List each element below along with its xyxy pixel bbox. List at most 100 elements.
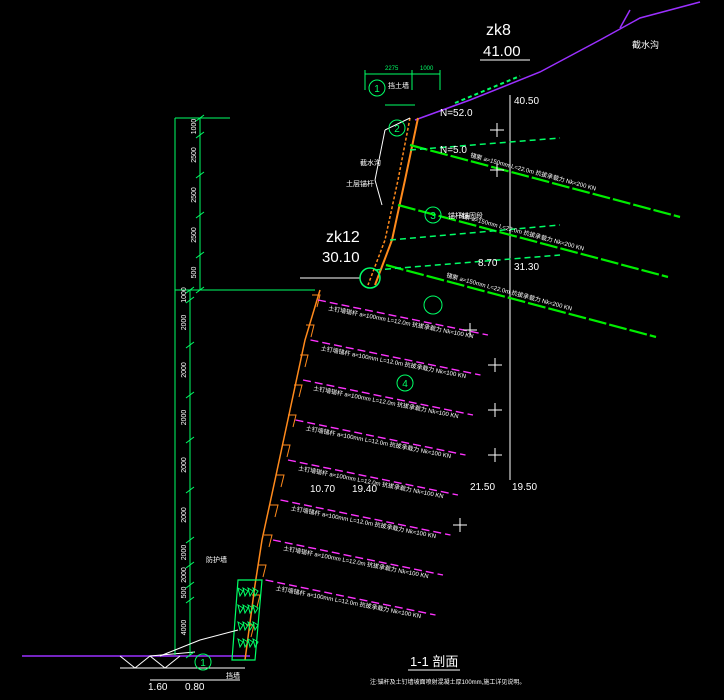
- anchor-label: 土钉墙锚杆 a=100mm L=12.0m 抗拔承载力 Nk=100 KN: [290, 504, 437, 540]
- anchor-line: [265, 579, 436, 616]
- dim-label: 2000: [181, 457, 188, 473]
- anchor-line: [280, 499, 451, 536]
- dimension-labels: 1000200020002000200020002000200050040001…: [181, 119, 198, 636]
- dim-label: 2000: [181, 410, 188, 426]
- circle-marker-5: 1: [194, 653, 212, 671]
- dim-tick: [195, 286, 205, 294]
- upper-label-3: 土层锚杆: [346, 179, 374, 188]
- elev-bottom-right-a: 21.50: [470, 482, 495, 493]
- toe-block: [231, 579, 263, 661]
- upper-label-1: 挡土墙: [388, 81, 409, 90]
- dim-label: 2000: [181, 567, 188, 583]
- upper-wall: [374, 117, 419, 286]
- dim-tick: [195, 131, 205, 139]
- svg-text:1: 1: [200, 658, 206, 669]
- dim-tick: [185, 486, 195, 494]
- borehole-zk12-elev: 30.10: [322, 249, 360, 266]
- dim-tick: [185, 536, 195, 544]
- gravel-stone: [252, 586, 259, 598]
- dim-tick: [185, 581, 195, 589]
- elev-bottom-left-a: 10.70: [310, 484, 335, 495]
- wall-step: [282, 444, 291, 458]
- dim-label: 4000: [181, 620, 188, 636]
- dim-tick: [185, 436, 195, 444]
- anchor-label: 土钉墙锚杆 a=100mm L=12.0m 抗拔承载力 Nk=100 KN: [305, 424, 452, 460]
- dim-tick: [195, 251, 205, 259]
- strong-anchors: [385, 143, 681, 339]
- gravel-stone: [237, 620, 244, 632]
- dimension-ticks: [185, 114, 205, 659]
- wall-step: [270, 504, 279, 518]
- dim-tick: [185, 341, 195, 349]
- dim-tick: [185, 391, 195, 399]
- strong-anchor-label: 锚索 a=150mm L=22.0m 抗拔承载力 Nk=200 KN: [469, 151, 597, 192]
- dim-label: 2500: [191, 147, 198, 163]
- ground-line-top: [414, 1, 701, 121]
- anchor-label: 土钉墙锚杆 a=100mm L=12.0m 抗拔承载力 Nk=100 KN: [275, 584, 422, 620]
- wall-step: [288, 414, 297, 428]
- dim-label: 2500: [191, 227, 198, 243]
- borehole-zk8-id: zk8: [486, 22, 511, 39]
- wall-foot-circle: [359, 267, 381, 289]
- gravel-stone: [252, 603, 259, 615]
- svg-text:1: 1: [374, 84, 380, 95]
- ground-label: 截水沟: [632, 39, 659, 50]
- circle-marker-1: 1: [368, 79, 386, 97]
- wall-step: [264, 534, 273, 548]
- dim-tick: [185, 596, 195, 604]
- svg-text:3: 3: [430, 211, 436, 222]
- gravel-stone: [237, 603, 244, 615]
- anchor-line: [317, 299, 489, 336]
- strong-anchor-label: 锚索 a=150mm L=22.0m 抗拔承载力 Nk=200 KN: [457, 211, 585, 252]
- strong-anchor-line: [385, 263, 657, 339]
- dim-label: 1000: [191, 119, 198, 135]
- svg-text:2: 2: [394, 124, 400, 135]
- dim-label: 500: [181, 587, 188, 599]
- anchor-label: 土钉墙锚杆 a=100mm L=12.0m 抗拔承载力 Nk=100 KN: [283, 544, 430, 580]
- wall-step: [258, 564, 267, 578]
- wall-step: [294, 384, 303, 398]
- top-dim-2: 1000: [420, 66, 434, 72]
- dim-tick: [195, 114, 205, 122]
- anchor-line: [272, 539, 444, 576]
- dim-tick: [195, 171, 205, 179]
- dim-label: 500: [191, 267, 198, 279]
- dim-tick: [195, 211, 205, 219]
- gravel-stone: [242, 586, 249, 598]
- borehole-zk8-elev: 41.00: [483, 43, 521, 60]
- anchor-line: [295, 419, 466, 456]
- borehole-zk12-id: zk12: [326, 229, 360, 246]
- low-level: 8.70: [478, 258, 498, 269]
- elev-mid-right: 31.30: [514, 262, 539, 273]
- circle-marker-3: 3: [424, 206, 442, 224]
- gravel-stone: [252, 637, 259, 649]
- circle-marker-4: 4: [396, 374, 414, 392]
- soil-nail-anchors: [265, 299, 489, 616]
- strong-anchor-line: [397, 203, 669, 279]
- elev-bottom-left-b: 19.40: [352, 484, 377, 495]
- wall-step: [312, 294, 321, 308]
- wall-steps: [246, 294, 321, 638]
- elev-bottom-right-b: 19.50: [512, 482, 537, 493]
- anchor-label: 土钉墙锚杆 a=100mm L=12.0m 抗拔承载力 Nk=100 KN: [320, 344, 467, 380]
- wall-step: [300, 354, 309, 368]
- dim-label: 2000: [181, 362, 188, 378]
- anchor-line: [287, 459, 459, 496]
- dim-tick: [185, 651, 195, 659]
- anchor-label: 土钉墙锚杆 a=100mm L=12.0m 抗拔承载力 Nk=100 KN: [313, 384, 460, 420]
- dim-label: 2500: [191, 187, 198, 203]
- anchor-label: 土钉墙锚杆 a=100mm L=12.0m 抗拔承载力 Nk=100 KN: [328, 304, 475, 340]
- dim-label: 2000: [181, 545, 188, 561]
- strong-anchor-label: 锚索 a=150mm L=22.0m 抗拔承载力 Nk=200 KN: [445, 271, 573, 312]
- wall-step: [276, 474, 285, 488]
- gravel-stone: [242, 620, 249, 632]
- top-dim-1: 2275: [385, 66, 399, 72]
- gravel-stone: [247, 620, 254, 632]
- grid-crosses: [453, 123, 504, 532]
- strong-anchor-line: [409, 143, 681, 219]
- section-title: 1-1 剖面: [410, 654, 458, 669]
- upper-label-4: 锚杆锚固段: [448, 211, 483, 220]
- anchor-line: [302, 379, 474, 416]
